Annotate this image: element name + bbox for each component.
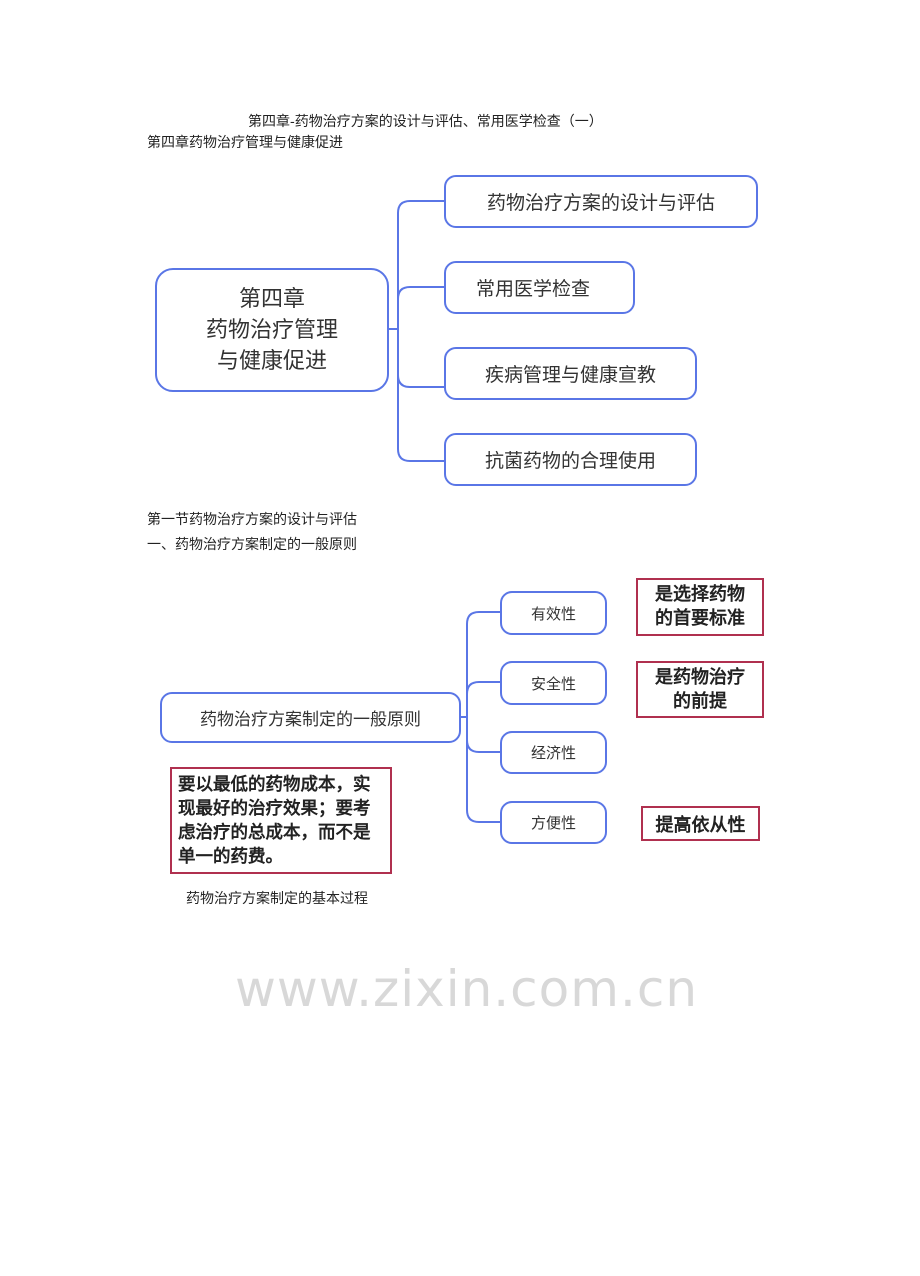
chapter-node-line: 与健康促进 bbox=[216, 348, 327, 374]
section-heading: 第一节药物治疗方案的设计与评估 bbox=[147, 512, 357, 528]
note-line: 是选择药物 bbox=[655, 584, 745, 605]
note-line: 要以最低的药物成本，实 bbox=[178, 774, 371, 795]
note-economy: 要以最低的药物成本，实 现最好的治疗效果；要考 虑治疗的总成本，而不是 单一的药… bbox=[170, 767, 392, 874]
note-line: 的前提 bbox=[673, 690, 727, 712]
note-line: 单一的药费。 bbox=[178, 846, 283, 867]
note-effectiveness: 是选择药物 的首要标准 bbox=[636, 578, 764, 636]
chapter-node-line: 药物治疗管理 bbox=[205, 317, 338, 343]
document-title: 第四章-药物治疗方案的设计与评估、常用医学检查（一） bbox=[248, 114, 603, 130]
principle-convenience: 方便性 bbox=[500, 801, 607, 844]
principles-node: 药物治疗方案制定的一般原则 bbox=[160, 692, 461, 743]
note-convenience: 提高依从性 bbox=[641, 806, 760, 841]
branch-node: 药物治疗方案的设计与评估 bbox=[444, 175, 758, 228]
principle-economy: 经济性 bbox=[500, 731, 607, 774]
note-safety: 是药物治疗 的前提 bbox=[636, 661, 764, 718]
note-line: 虑治疗的总成本，而不是 bbox=[178, 822, 371, 843]
branch-node: 常用医学检查 bbox=[444, 261, 635, 314]
chapter-node-line: 第四章 bbox=[238, 286, 305, 312]
note-line: 的首要标准 bbox=[655, 608, 745, 629]
chapter-heading: 第四章药物治疗管理与健康促进 bbox=[147, 135, 343, 151]
subsection-heading: 一、药物治疗方案制定的一般原则 bbox=[147, 537, 357, 553]
principle-effectiveness: 有效性 bbox=[500, 591, 607, 635]
caption: 药物治疗方案制定的基本过程 bbox=[186, 891, 368, 907]
note-line: 是药物治疗 bbox=[655, 666, 745, 688]
note-line: 现最好的治疗效果；要考 bbox=[178, 798, 371, 819]
principle-safety: 安全性 bbox=[500, 661, 607, 705]
branch-node: 疾病管理与健康宣教 bbox=[444, 347, 697, 400]
branch-node: 抗菌药物的合理使用 bbox=[444, 433, 697, 486]
chapter-node: 第四章 药物治疗管理 与健康促进 bbox=[155, 268, 389, 392]
